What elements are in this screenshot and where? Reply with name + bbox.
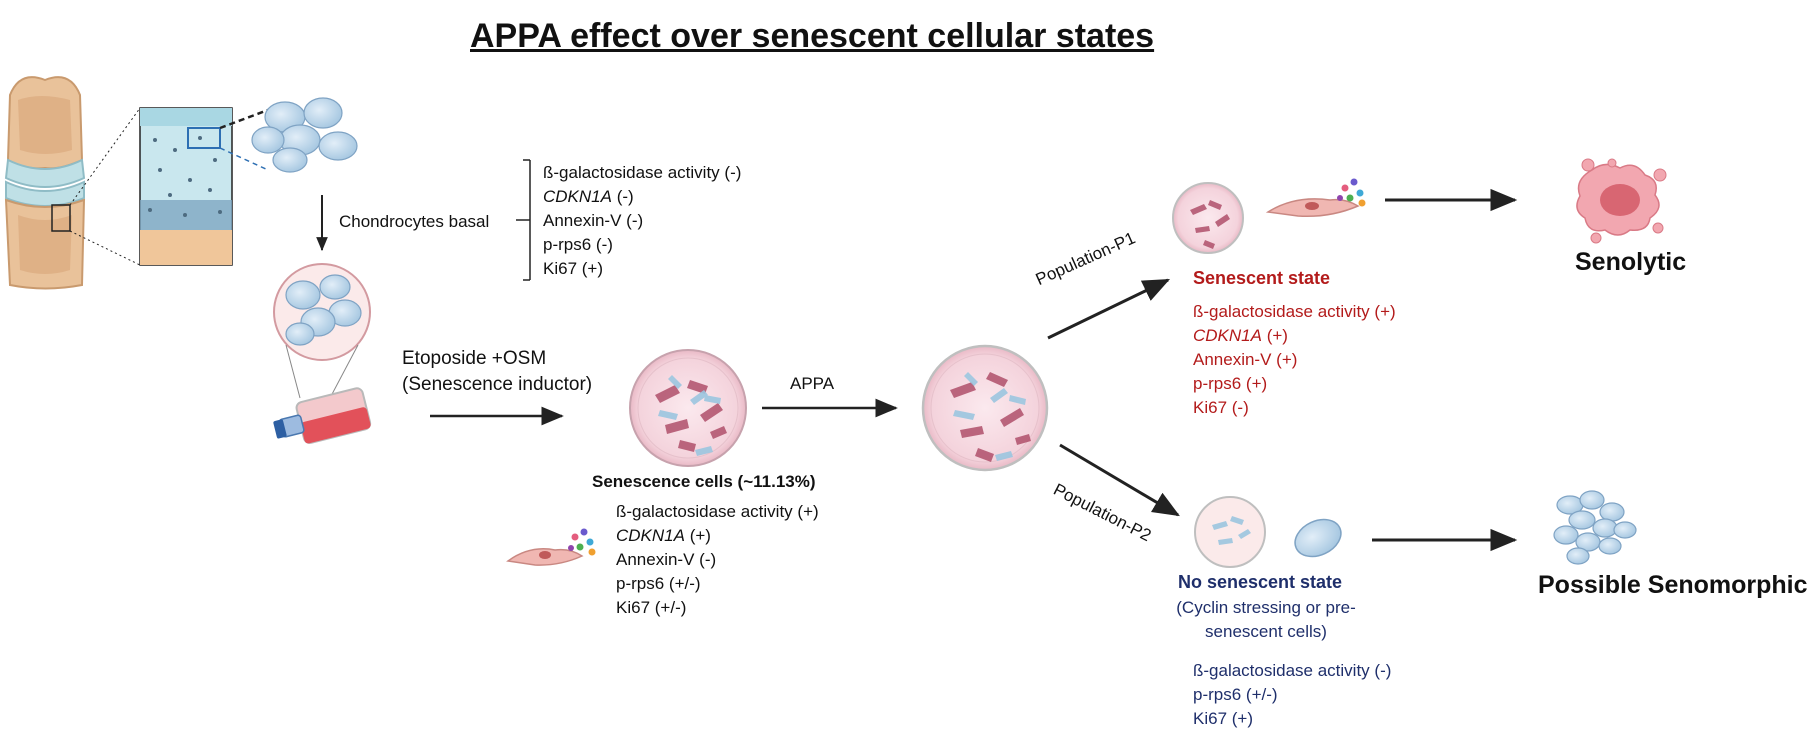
knee-joint-icon	[4, 76, 141, 290]
senolytic-label: Senolytic	[1575, 248, 1687, 276]
apoptotic-cell-icon	[1576, 158, 1667, 244]
treated-dish-icon	[921, 344, 1049, 472]
p2-marker-list: ß-galactosidase activity (-) p-rps6 (+/-…	[1193, 659, 1391, 731]
senescence-marker-list: ß-galactosidase activity (+) CDKN1A (+) …	[616, 500, 819, 620]
p1-sasp-cell-icon	[1265, 178, 1366, 218]
p1-state-label: Senescent state	[1193, 268, 1331, 288]
senescence-dish-icon	[629, 349, 747, 467]
cartilage-section-icon	[139, 107, 269, 266]
inductor-line-2: (Senescence inductor)	[402, 374, 593, 395]
marker-row: p-rps6 (+/-)	[616, 574, 701, 593]
marker-row: Annexin-V (+)	[1193, 350, 1298, 369]
marker-bracket	[516, 159, 531, 281]
marker-row: ß-galactosidase activity (+)	[1193, 302, 1396, 321]
marker-row: Annexin-V (-)	[543, 211, 644, 230]
marker-row: Ki67 (-)	[1193, 398, 1249, 417]
inductor-label: Etoposide +OSM (Senescence inductor)	[402, 346, 592, 398]
p2-dish-icon	[1194, 496, 1266, 568]
marker-row: ß-galactosidase activity (-)	[1193, 661, 1392, 680]
sasp-cell-icon	[506, 528, 596, 566]
marker-row: Ki67 (+)	[543, 259, 604, 278]
appa-label: APPA	[790, 374, 835, 393]
culture-flask-icon	[273, 387, 372, 444]
population-p2-arrow	[1059, 443, 1180, 517]
marker-row: Ki67 (+)	[1193, 709, 1254, 728]
marker-row: p-rps6 (+/-)	[1193, 685, 1278, 704]
p1-marker-list: ß-galactosidase activity (+) CDKN1A (+) …	[1193, 300, 1396, 420]
p2-state-note-line-2: senescent cells)	[1205, 622, 1327, 641]
marker-row: Ki67 (+/-)	[616, 598, 687, 617]
chondrocytes-label: Chondrocytes basal	[339, 212, 490, 231]
chondrocytes-marker-list: ß-galactosidase activity (-) CDKN1A (-) …	[543, 161, 741, 281]
marker-row: Annexin-V (-)	[616, 550, 717, 569]
p1-dish-icon	[1172, 182, 1244, 254]
marker-row: CDKN1A (+)	[1193, 326, 1288, 345]
senescence-cells-label: Senescence cells (~11.13%)	[592, 472, 816, 491]
marker-row: p-rps6 (+)	[1193, 374, 1268, 393]
population-p1-arrow	[1047, 278, 1171, 340]
p2-cell-icon	[1294, 518, 1342, 558]
p2-state-label: No senescent state	[1178, 572, 1343, 592]
p2-state-note-line-1: (Cyclin stressing or pre-	[1176, 598, 1356, 617]
healthy-cell-cluster-icon	[1553, 490, 1637, 565]
senomorphic-label: Possible Senomorphic	[1538, 571, 1808, 599]
marker-row: ß-galactosidase activity (+)	[616, 502, 819, 521]
marker-row: p-rps6 (-)	[543, 235, 613, 254]
marker-row: CDKN1A (-)	[543, 187, 634, 206]
chondrocyte-cluster-icon	[251, 97, 358, 173]
cell-magnifier-icon	[273, 263, 371, 399]
p2-state-note: (Cyclin stressing or pre- senescent cell…	[1166, 596, 1366, 644]
marker-row: ß-galactosidase activity (-)	[543, 163, 742, 182]
diagram-title: APPA effect over senescent cellular stat…	[470, 17, 1155, 55]
marker-row: CDKN1A (+)	[616, 526, 711, 545]
inductor-line-1: Etoposide +OSM	[402, 348, 547, 369]
